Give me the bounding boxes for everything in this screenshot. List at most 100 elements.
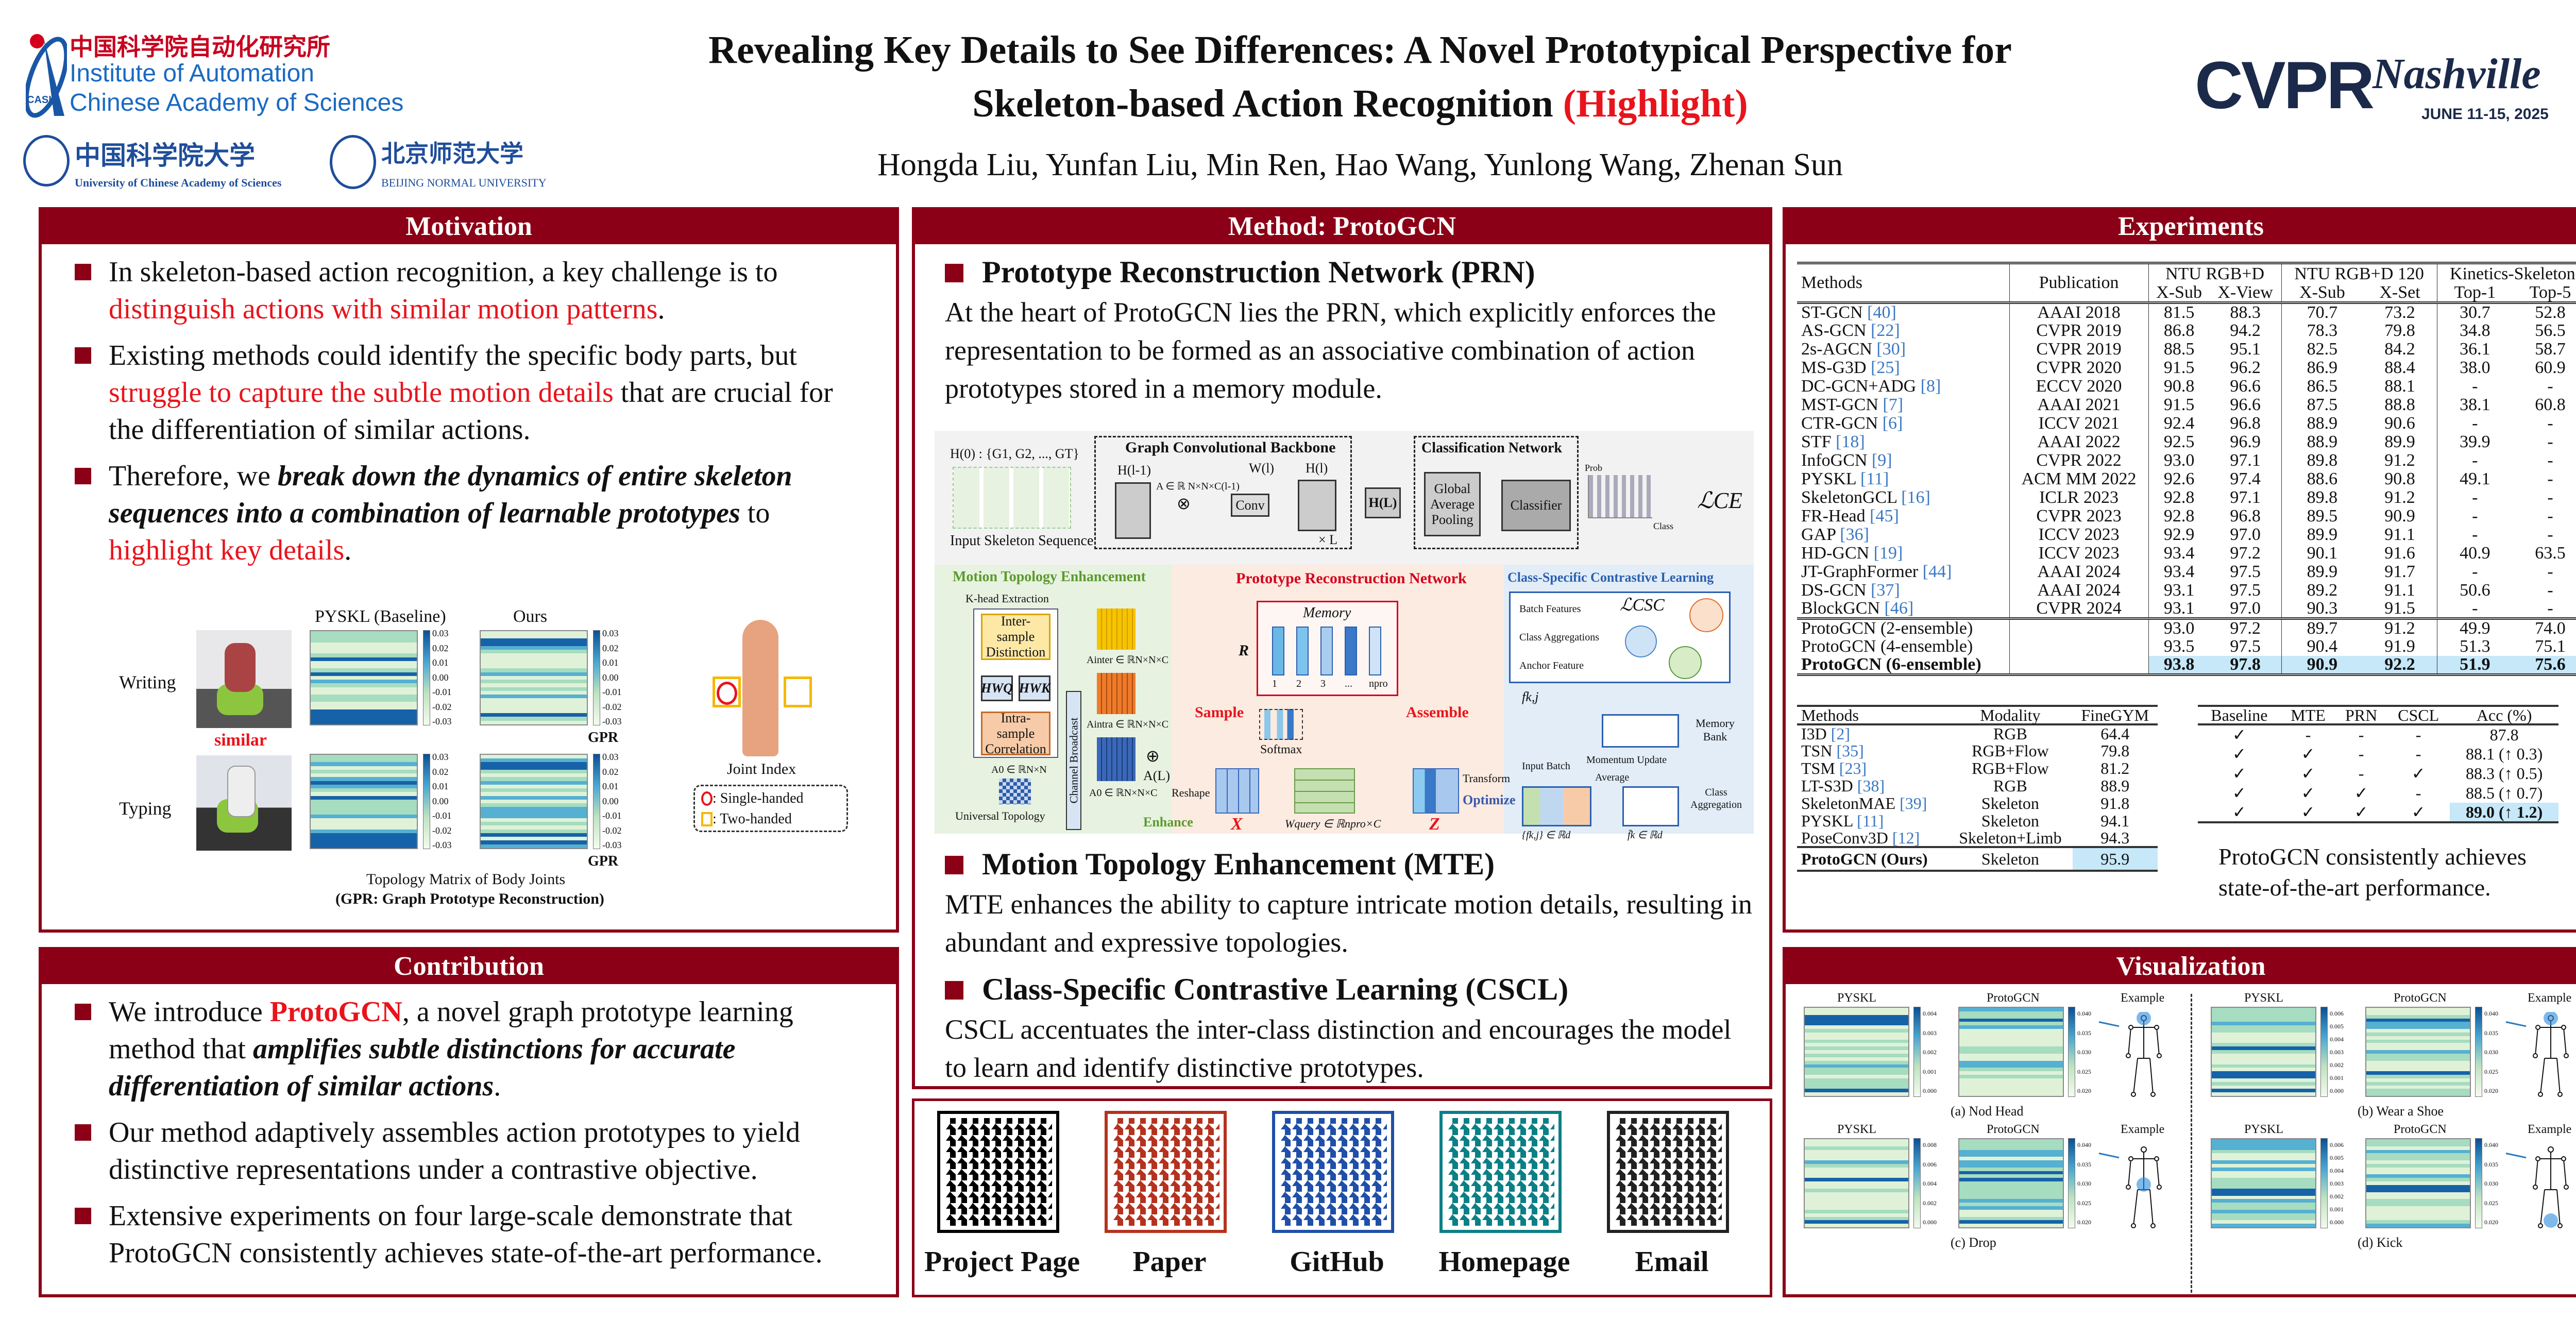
- citation-link[interactable]: [37]: [1871, 580, 1900, 600]
- heatmap-row: [1959, 1089, 2063, 1093]
- tick-label: 0.03: [432, 628, 449, 638]
- link-label[interactable]: Paper: [1132, 1246, 1207, 1278]
- qr-code[interactable]: [1607, 1111, 1729, 1233]
- citation-link[interactable]: [6]: [1882, 413, 1903, 433]
- optimize-label: Optimize: [1463, 792, 1516, 807]
- method-name: PYSKL: [1801, 811, 1853, 830]
- gcb-title: Graph Convolutional Backbone: [1125, 439, 1336, 456]
- link-label[interactable]: GitHub: [1290, 1246, 1384, 1278]
- citation-link[interactable]: [38]: [1857, 776, 1885, 795]
- link-label[interactable]: Email: [1635, 1246, 1709, 1278]
- heatmap-row: [481, 833, 587, 837]
- value-cell: 91.6: [2363, 544, 2437, 563]
- citation-link[interactable]: [18]: [1836, 432, 1865, 451]
- inter-sample-box: Inter-sample Distinction: [981, 614, 1050, 660]
- heatmap-row: [311, 702, 417, 706]
- heatmap-row: [2366, 1203, 2470, 1207]
- value-cell: 88.3: [2209, 302, 2282, 322]
- heatmap-row: [1805, 1139, 1908, 1143]
- memory-slot-index: 1: [1272, 678, 1277, 689]
- qr-code[interactable]: [1439, 1111, 1562, 1233]
- heatmap-row: [311, 822, 417, 826]
- value-cell: [2009, 618, 2149, 637]
- citation-link[interactable]: [9]: [1871, 450, 1892, 470]
- qr-code[interactable]: [937, 1111, 1059, 1233]
- title-highlight: (Highlight): [1563, 82, 1748, 125]
- citation-link[interactable]: [40]: [1867, 302, 1896, 322]
- value-cell: 97.1: [2209, 488, 2282, 507]
- citation-link[interactable]: [11]: [1857, 811, 1884, 830]
- value-cell: 88.9: [2307, 432, 2338, 451]
- link-label[interactable]: Homepage: [1438, 1246, 1570, 1278]
- col-xset: X-Set: [2363, 283, 2437, 302]
- heatmap-row: [1805, 1036, 1908, 1040]
- heatmap-row: [311, 690, 417, 695]
- citation-link[interactable]: [7]: [1883, 395, 1904, 414]
- qr-code[interactable]: [1272, 1111, 1394, 1233]
- citation-link[interactable]: [39]: [1900, 794, 1927, 813]
- column-header: FineGYM: [2081, 706, 2149, 724]
- citation-link[interactable]: [19]: [1873, 543, 1903, 563]
- heatmap-row: [2212, 1199, 2315, 1203]
- citation-link[interactable]: [2]: [1831, 724, 1851, 743]
- heatmap-row: [1805, 1181, 1908, 1185]
- heatmap-row: [1805, 1022, 1908, 1026]
- heatmap-row: [481, 690, 587, 695]
- input-batch-label: Input Batch: [1522, 760, 1570, 772]
- citation-link[interactable]: [12]: [1892, 828, 1920, 847]
- cls-net-box: [1414, 436, 1579, 549]
- prn-text: At the heart of ProtoGCN lies the PRN, w…: [945, 297, 1716, 404]
- citation-link[interactable]: [8]: [1920, 376, 1941, 396]
- citation-link[interactable]: [45]: [1870, 506, 1899, 526]
- heatmap-row: [481, 837, 587, 841]
- citation-link[interactable]: [23]: [1839, 759, 1867, 777]
- citation-link[interactable]: [44]: [1922, 562, 1952, 581]
- heatmap-row: [1805, 1167, 1908, 1171]
- value-cell: 79.8: [2100, 741, 2130, 760]
- check-cell: ✓: [2232, 745, 2246, 763]
- heatmap-row: [481, 668, 587, 672]
- citation-link[interactable]: [46]: [1884, 598, 1914, 618]
- memory-slot-index: 2: [1296, 678, 1301, 689]
- heatmap-row: [311, 799, 417, 804]
- multiply-icon: ⊗: [1177, 494, 1191, 513]
- heatmap-row: [311, 705, 417, 709]
- heatmap-row: [1959, 1032, 2063, 1036]
- citation-link[interactable]: [35]: [1836, 741, 1864, 760]
- heatmap-row: [481, 844, 587, 848]
- citation-link[interactable]: [22]: [1871, 320, 1900, 340]
- two-hand-marker-right: [784, 677, 812, 707]
- citation-link[interactable]: [16]: [1901, 487, 1930, 507]
- value-cell: 51.3: [2460, 636, 2490, 656]
- qr-code[interactable]: [1105, 1111, 1227, 1233]
- heatmap-row: [2366, 1036, 2470, 1040]
- value-cell: -: [2472, 487, 2478, 507]
- tick-label: -0.01: [602, 687, 622, 697]
- feature-cube-l: [1298, 480, 1336, 531]
- method-panel: Method: ProtoGCN Prototype Reconstructio…: [912, 207, 1772, 1089]
- link-label[interactable]: Project Page: [924, 1246, 1080, 1278]
- value-cell: ICCV 2021: [2009, 414, 2149, 433]
- class-cluster-orange: [1689, 598, 1723, 632]
- heatmap-row: [481, 796, 587, 800]
- method-cell: ProtoGCN (6-ensemble): [1797, 655, 2010, 674]
- modality-cell: RGB+Flow: [1972, 759, 2049, 777]
- value-cell: 86.5: [2307, 376, 2338, 396]
- highlight-arrow: [2098, 1153, 2120, 1159]
- colorbar: [1913, 1138, 1921, 1228]
- citation-link[interactable]: [11]: [1860, 469, 1889, 488]
- citation-link[interactable]: [25]: [1871, 358, 1900, 377]
- heatmap-row: [2366, 1149, 2470, 1154]
- tick-label: 0.003: [2330, 1049, 2344, 1056]
- heatmap-row: [1805, 1171, 1908, 1175]
- citation-link[interactable]: [30]: [1876, 339, 1906, 359]
- anchor-label: Anchor Feature: [1519, 660, 1584, 671]
- heatmap-row: [1959, 1163, 2063, 1168]
- citation-link[interactable]: [36]: [1840, 525, 1869, 544]
- value-cell: AAAI 2018: [2009, 302, 2149, 322]
